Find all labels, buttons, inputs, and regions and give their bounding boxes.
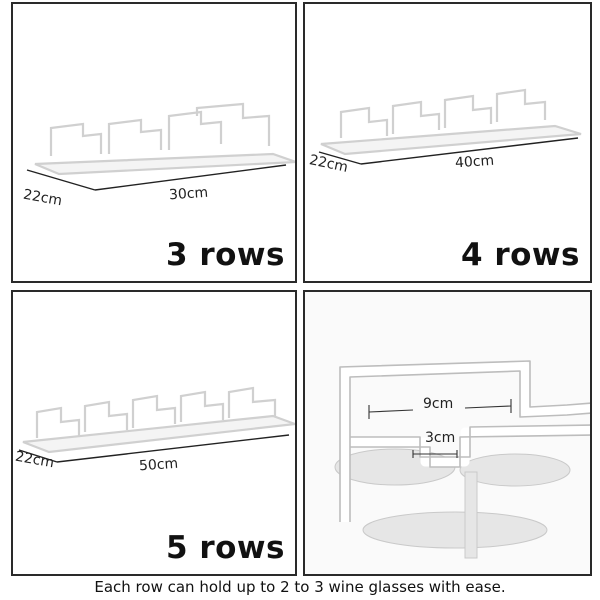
product-panel-5-rows: 22cm 50cm 5 rows — [11, 290, 297, 576]
rack-4-rows-illustration — [318, 88, 582, 165]
product-panel-3-rows: 22cm 30cm 3 rows — [11, 2, 297, 283]
rows-label: 3 rows — [165, 237, 285, 273]
rows-label: 5 rows — [165, 530, 285, 566]
caption: Each row can hold up to 2 to 3 wine glas… — [94, 578, 506, 596]
rows-label: 4 rows — [460, 237, 580, 273]
detail-closeup-panel: 9cm 3cm — [303, 290, 592, 576]
inner-width-label: 3cm — [425, 430, 456, 446]
rack-5-rows-illustration — [18, 386, 295, 463]
width-dimension: 40cm — [454, 152, 495, 172]
rack-3-rows-illustration — [26, 102, 295, 191]
width-dimension: 30cm — [168, 184, 209, 204]
outer-width-label: 9cm — [423, 396, 454, 412]
width-dimension: 50cm — [138, 455, 179, 475]
product-panel-4-rows: 22cm 40cm 4 rows — [303, 2, 592, 283]
rack-detail-illustration — [334, 360, 590, 559]
